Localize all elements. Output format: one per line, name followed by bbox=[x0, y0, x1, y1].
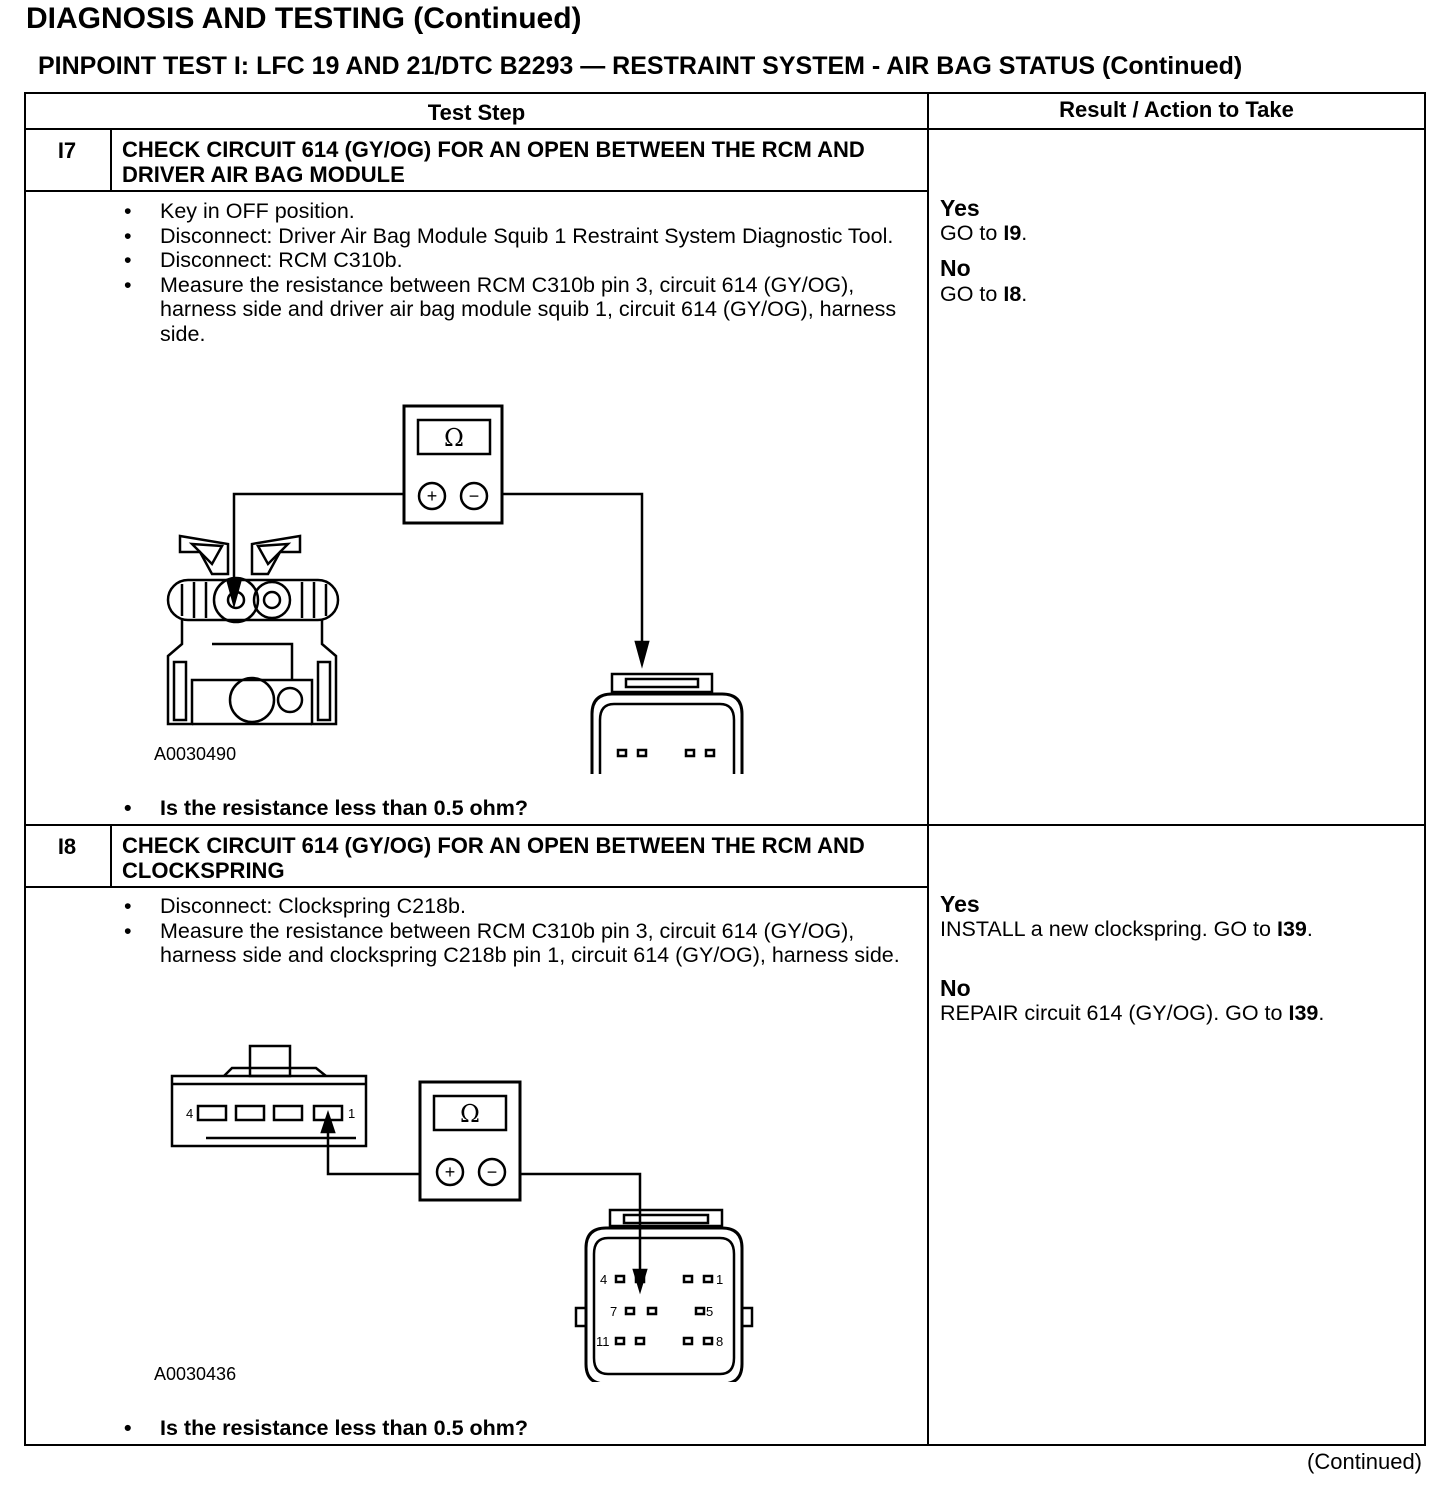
goto-step-link[interactable]: I8 bbox=[1003, 282, 1022, 306]
step-number-divider-i8 bbox=[110, 826, 112, 888]
pin-number: 4 bbox=[600, 1272, 607, 1287]
ohm-symbol: Ω bbox=[444, 424, 464, 452]
page-title: DIAGNOSIS AND TESTING (Continued) bbox=[26, 2, 582, 35]
pin-number: 4 bbox=[186, 1106, 193, 1121]
goto-step-link[interactable]: I39 bbox=[1276, 917, 1307, 941]
step-number: I8 bbox=[57, 834, 77, 859]
step-number: I7 bbox=[57, 138, 77, 163]
column-header-test-step: Test Step bbox=[427, 100, 526, 125]
instruction-item: Disconnect: RCM C310b. bbox=[122, 248, 902, 273]
positive-lead-wire bbox=[326, 1118, 420, 1176]
result-yes-action: GO to I9. bbox=[940, 221, 1028, 245]
rcm-connector: 4 1 7 5 11 8 bbox=[574, 1208, 754, 1382]
instruction-item: Key in OFF position. bbox=[122, 199, 902, 224]
continued-note: (Continued) bbox=[1307, 1449, 1422, 1474]
pin-number: 7 bbox=[610, 1304, 617, 1319]
step-title-rule-i8 bbox=[26, 886, 927, 888]
step-question: Is the resistance less than 0.5 ohm? bbox=[122, 796, 528, 821]
ohm-symbol: Ω bbox=[460, 1100, 480, 1128]
pin-number: 11 bbox=[596, 1334, 610, 1349]
instruction-item: Measure the resistance between RCM C310b… bbox=[122, 273, 902, 347]
goto-step-link[interactable]: I39 bbox=[1288, 1001, 1319, 1025]
column-header-result: Result / Action to Take bbox=[1059, 97, 1294, 122]
ohmmeter-icon bbox=[402, 404, 504, 525]
result-yes-label: Yes bbox=[940, 891, 980, 917]
pinpoint-test-table: Test Step Result / Action to Take I7 CHE… bbox=[24, 92, 1426, 1446]
step-instructions: Key in OFF position. Disconnect: Driver … bbox=[122, 199, 902, 346]
step-title-rule-i7 bbox=[26, 190, 927, 192]
goto-step-link[interactable]: I9 bbox=[1003, 221, 1022, 245]
clockspring-connector: 4 1 bbox=[170, 1044, 368, 1148]
result-no-action: GO to I8. bbox=[940, 282, 1028, 306]
wiring-diagram-clockspring: 4 1 Ω + − bbox=[170, 1044, 754, 1382]
result-yes-action: INSTALL a new clockspring. GO to I39. bbox=[940, 917, 1313, 941]
step-number-divider-i7 bbox=[110, 130, 112, 192]
positive-lead-wire bbox=[232, 492, 404, 594]
meter-positive-terminal bbox=[417, 481, 447, 511]
result-no-action: REPAIR circuit 614 (GY/OG). GO to I39. bbox=[940, 1001, 1325, 1025]
pin-number: 5 bbox=[706, 1304, 713, 1319]
svg-text:−: − bbox=[469, 486, 480, 506]
instruction-item: Measure the resistance between RCM C310b… bbox=[122, 919, 902, 968]
step-title: CHECK CIRCUIT 614 (GY/OG) FOR AN OPEN BE… bbox=[122, 137, 865, 187]
result-no-label: No bbox=[940, 975, 971, 1001]
page-subtitle: PINPOINT TEST I: LFC 19 AND 21/DTC B2293… bbox=[38, 52, 1243, 80]
figure-id: A0030490 bbox=[154, 744, 237, 764]
negative-lead-wire bbox=[502, 492, 644, 654]
header-rule bbox=[26, 128, 1424, 130]
step-separator bbox=[26, 824, 1424, 826]
result-no-label: No bbox=[940, 255, 971, 281]
step-question: Is the resistance less than 0.5 ohm? bbox=[122, 1416, 528, 1441]
step-title: CHECK CIRCUIT 614 (GY/OG) FOR AN OPEN BE… bbox=[122, 833, 865, 883]
svg-text:−: − bbox=[487, 1162, 498, 1182]
result-yes-label: Yes bbox=[940, 195, 980, 221]
figure-id: A0030436 bbox=[154, 1364, 237, 1384]
rcm-connector bbox=[590, 672, 744, 774]
meter-positive-terminal bbox=[435, 1157, 465, 1187]
instruction-item: Disconnect: Driver Air Bag Module Squib … bbox=[122, 224, 902, 249]
step-instructions: Disconnect: Clockspring C218b. Measure t… bbox=[122, 894, 902, 968]
svg-text:+: + bbox=[427, 486, 438, 506]
negative-lead-wire bbox=[520, 1172, 642, 1282]
ohmmeter-icon bbox=[418, 1080, 522, 1202]
airbag-module-connector bbox=[166, 534, 340, 726]
pin-number: 1 bbox=[716, 1272, 723, 1287]
column-divider bbox=[927, 94, 929, 1444]
svg-text:+: + bbox=[445, 1162, 456, 1182]
meter-negative-terminal bbox=[459, 481, 489, 511]
meter-negative-terminal bbox=[477, 1157, 507, 1187]
pin-number: 1 bbox=[348, 1106, 355, 1121]
instruction-item: Disconnect: Clockspring C218b. bbox=[122, 894, 902, 919]
pin-number: 8 bbox=[716, 1334, 723, 1349]
wiring-diagram-driver-airbag: Ω + − bbox=[166, 404, 744, 774]
